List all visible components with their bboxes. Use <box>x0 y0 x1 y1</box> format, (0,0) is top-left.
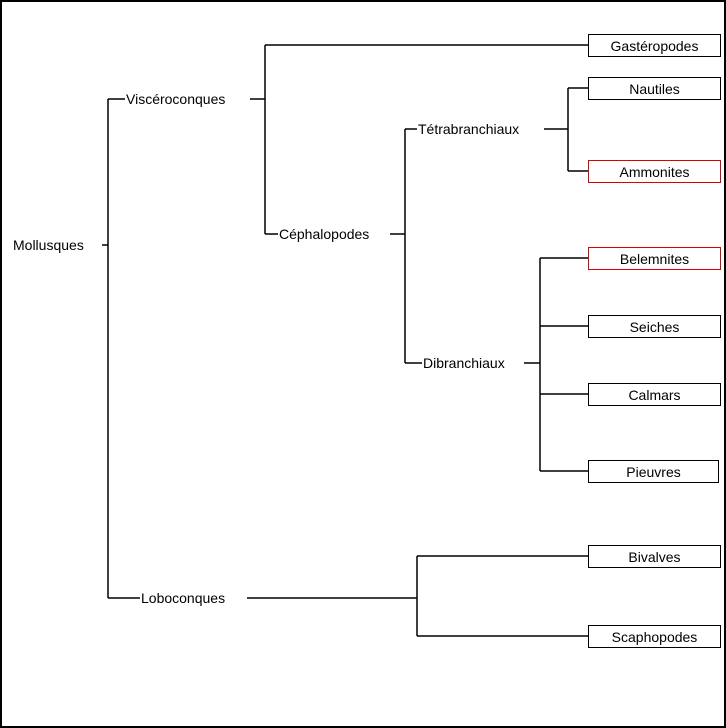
node-tetrabranchiaux: Tétrabranchiaux <box>417 120 521 138</box>
node-cephalopodes: Céphalopodes <box>278 225 371 243</box>
node-loboconques: Loboconques <box>140 589 227 607</box>
leaf-calmars: Calmars <box>588 383 721 406</box>
leaf-nautiles: Nautiles <box>588 77 721 100</box>
node-mollusques: Mollusques <box>12 236 85 254</box>
leaf-ammonites: Ammonites <box>588 160 721 183</box>
node-dibranchiaux: Dibranchiaux <box>422 354 506 372</box>
leaf-belemnites: Belemnites <box>588 247 721 270</box>
leaf-gasteropodes: Gastéropodes <box>588 34 721 57</box>
leaf-scaphopodes: Scaphopodes <box>588 625 721 648</box>
leaf-bivalves: Bivalves <box>588 545 721 568</box>
leaf-pieuvres: Pieuvres <box>588 460 719 483</box>
node-visceroconques: Viscéroconques <box>125 90 227 108</box>
leaf-seiches: Seiches <box>588 315 721 338</box>
